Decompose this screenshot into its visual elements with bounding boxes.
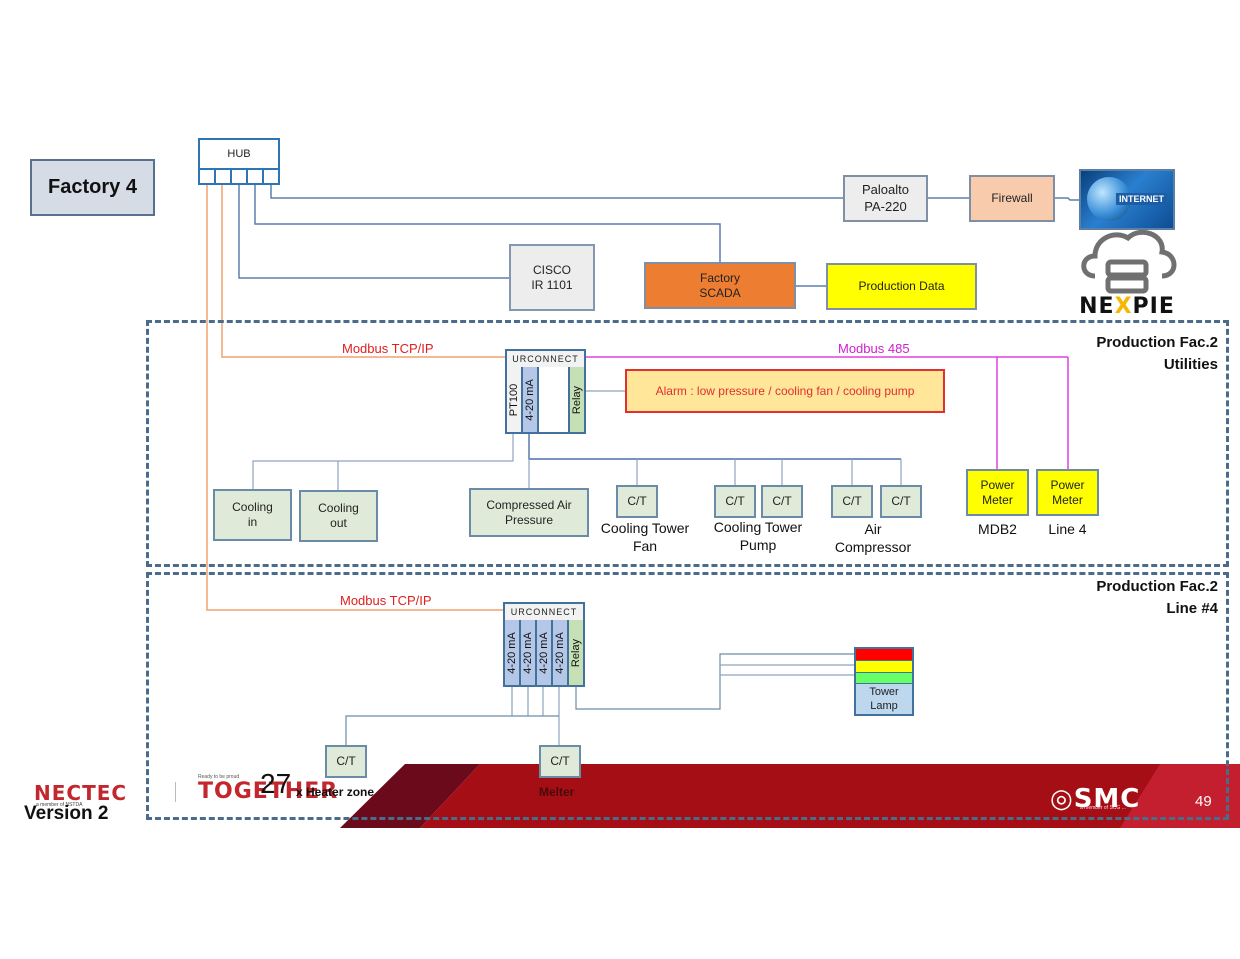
urconnect-title: URCONNECT bbox=[505, 604, 583, 621]
modbus-tcp-label-line4: Modbus TCP/IP bbox=[340, 593, 432, 608]
sensor-cooling-in[interactable]: Cooling in bbox=[213, 489, 292, 541]
smc-ring-icon: ◎ bbox=[1050, 784, 1074, 814]
line-pt100-cooling bbox=[252, 434, 514, 489]
line-hub-cisco bbox=[238, 185, 509, 279]
urconnect-slot-420ma: 4-20 mA bbox=[523, 367, 539, 432]
urconnect-slot-relay: Relay bbox=[569, 620, 583, 685]
urconnect-slot-pt100: PT100 bbox=[507, 367, 523, 432]
footer-band bbox=[420, 764, 1240, 828]
caption-cooling-tower-pump: Cooling Tower Pump bbox=[713, 519, 803, 554]
ct-cooling-tower-pump-2[interactable]: C/T bbox=[761, 485, 803, 518]
modbus-485-label: Modbus 485 bbox=[838, 341, 910, 356]
urconnect-slot-relay: Relay bbox=[570, 367, 584, 432]
urconnect-slots: PT100 4-20 mA Relay bbox=[507, 367, 584, 432]
nexpie-logo: NEXPIE bbox=[1073, 294, 1181, 319]
tower-lamp[interactable]: Tower Lamp bbox=[854, 647, 914, 716]
caption-air-compressor: Air Compressor bbox=[834, 521, 912, 556]
urconnect-line4[interactable]: URCONNECT 4-20 mA 4-20 mA 4-20 mA 4-20 m… bbox=[503, 602, 585, 687]
page-number: 49 bbox=[1195, 793, 1212, 810]
lamp-green bbox=[856, 673, 912, 684]
paloalto-node[interactable]: Paloalto PA-220 bbox=[843, 175, 928, 222]
ct-air-compressor-2[interactable]: C/T bbox=[880, 485, 922, 518]
nexpie-cloud-icon bbox=[1081, 229, 1177, 294]
hub-ports bbox=[200, 168, 278, 183]
hub-node[interactable]: HUB bbox=[198, 138, 280, 185]
line-l4-relay-lamp bbox=[575, 653, 855, 710]
cisco-node[interactable]: CISCO IR 1101 bbox=[509, 244, 595, 311]
footer-band-dark bbox=[340, 764, 480, 828]
sensor-cooling-out[interactable]: Cooling out bbox=[299, 490, 378, 542]
footer-divider bbox=[175, 782, 176, 802]
line-hub-paloalto bbox=[270, 185, 843, 199]
nexpie-logo-x: X bbox=[1114, 294, 1133, 319]
power-meter-mdb2[interactable]: Power Meter bbox=[966, 469, 1029, 516]
power-meter-line4[interactable]: Power Meter bbox=[1036, 469, 1099, 516]
modbus-tcp-label: Modbus TCP/IP bbox=[342, 341, 434, 356]
urconnect-slot-empty bbox=[539, 367, 570, 432]
internet-label: INTERNET bbox=[1116, 193, 1167, 205]
ct-air-compressor-1[interactable]: C/T bbox=[831, 485, 873, 518]
alarm-box: Alarm : low pressure / cooling fan / coo… bbox=[625, 369, 945, 413]
zone-utilities-label: Production Fac.2 Utilities bbox=[1096, 334, 1218, 373]
ct-cooling-tower-fan[interactable]: C/T bbox=[616, 485, 658, 518]
line-modbus-tcp-line4 bbox=[206, 185, 503, 611]
urconnect-slot-420ma: 4-20 mA bbox=[553, 620, 569, 685]
hub-port bbox=[200, 170, 216, 183]
lamp-red bbox=[856, 649, 912, 661]
urconnect-slots: 4-20 mA 4-20 mA 4-20 mA 4-20 mA Relay bbox=[505, 620, 583, 685]
caption-cooling-tower-fan: Cooling Tower Fan bbox=[600, 520, 690, 555]
urconnect-title: URCONNECT bbox=[507, 351, 584, 368]
zone-line4-label: Production Fac.2 Line #4 bbox=[1096, 578, 1218, 617]
smc-logo: ◎SMC bbox=[1050, 784, 1140, 814]
hub-port bbox=[264, 170, 278, 183]
heater-count: 27 bbox=[260, 768, 292, 799]
line-modbus-tcp-utilities bbox=[221, 185, 505, 358]
urconnect-slot-420ma: 4-20 mA bbox=[537, 620, 553, 685]
caption-line4: Line 4 bbox=[1048, 521, 1087, 537]
scada-node[interactable]: Factory SCADA bbox=[644, 262, 796, 309]
hub-port bbox=[232, 170, 248, 183]
page-title: Factory 4 bbox=[30, 159, 155, 216]
footer-band-accent bbox=[1120, 764, 1240, 828]
line-hub-scada bbox=[254, 185, 721, 262]
hub-port bbox=[248, 170, 264, 183]
urconnect-utilities[interactable]: URCONNECT PT100 4-20 mA Relay bbox=[505, 349, 586, 434]
melter-caption: Melter bbox=[539, 785, 575, 799]
nexpie-logo-post: PIE bbox=[1132, 294, 1175, 319]
heater-caption: x Heater zone bbox=[296, 785, 375, 799]
ct-cooling-tower-pump-1[interactable]: C/T bbox=[714, 485, 756, 518]
ct-melter[interactable]: C/T bbox=[539, 745, 581, 778]
hub-port bbox=[216, 170, 232, 183]
line-firewall-internet bbox=[1055, 197, 1079, 201]
urconnect-slot-420ma: 4-20 mA bbox=[521, 620, 537, 685]
nexpie-logo-pre: NE bbox=[1079, 294, 1115, 319]
nectec-logo: NECTEC bbox=[34, 781, 128, 805]
caption-mdb2: MDB2 bbox=[978, 521, 1017, 537]
urconnect-slot-420ma: 4-20 mA bbox=[505, 620, 521, 685]
smc-subtitle: a member of SCG ... bbox=[1080, 805, 1126, 811]
tower-lamp-label: Tower Lamp bbox=[869, 686, 899, 713]
sensor-compressed-air[interactable]: Compressed Air Pressure bbox=[469, 488, 589, 537]
hub-label: HUB bbox=[227, 148, 251, 160]
together-logo: TOGETHER bbox=[198, 779, 339, 804]
version-label: Version 2 bbox=[24, 803, 109, 824]
line-l4-heater bbox=[345, 715, 559, 745]
smc-logo-text: SMC bbox=[1073, 784, 1141, 814]
ct-heater-zone[interactable]: C/T bbox=[325, 745, 367, 778]
lamp-yellow bbox=[856, 661, 912, 673]
together-subtitle: Ready to be proud bbox=[198, 774, 240, 780]
internet-icon: INTERNET bbox=[1079, 169, 1175, 230]
zone-utilities bbox=[146, 320, 1229, 567]
nectec-subtitle: a member of NSTDA bbox=[36, 802, 83, 808]
zone-line4 bbox=[146, 572, 1229, 820]
firewall-node[interactable]: Firewall bbox=[969, 175, 1055, 222]
production-data-node[interactable]: Production Data bbox=[826, 263, 977, 310]
